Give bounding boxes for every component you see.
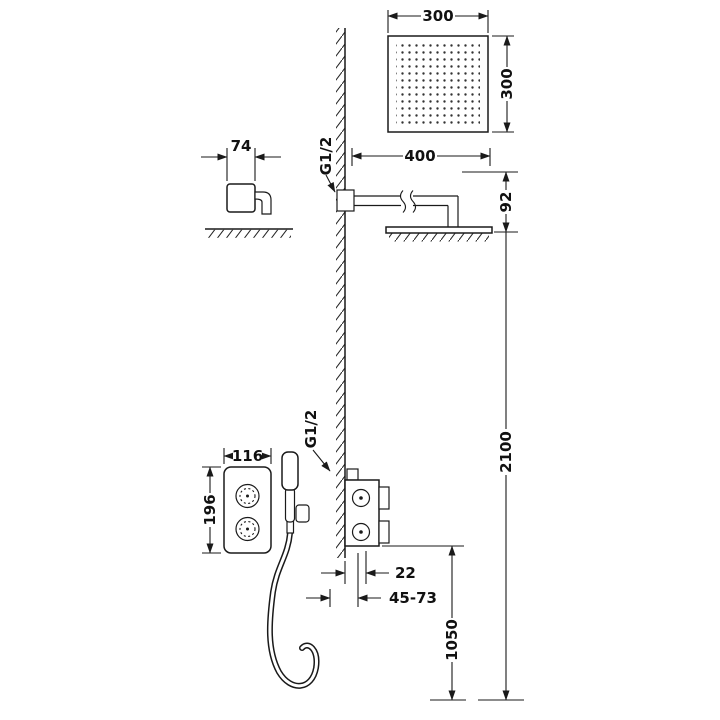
dim-wall-offset: 22 [321, 551, 416, 584]
dim-head-height: 300 [492, 35, 516, 133]
dim-arm-drop: 92 [462, 171, 518, 233]
dim-head-width: 300 [387, 7, 489, 33]
hose-nut [286, 520, 295, 534]
dim-label-total-height: 2100 [497, 431, 515, 473]
thread-bottom-arrow [312, 449, 331, 472]
hand-shower-handle [284, 487, 296, 523]
thread-bottom-label: G1/2 [302, 410, 320, 449]
trim-plate [223, 466, 272, 554]
pipe-break-mark [409, 190, 417, 213]
spout-escutcheon [226, 183, 256, 213]
spout-elbow [254, 191, 272, 215]
dim-rough-in-depth: 45-73 [306, 553, 437, 607]
wall-hatching [336, 28, 345, 558]
dim-label-valve-height: 1050 [443, 619, 461, 661]
shower-arm [336, 189, 459, 227]
hand-shower-head [281, 451, 299, 491]
shower-nozzle-grid [396, 44, 480, 124]
dim-label-plate-width: 116 [232, 447, 263, 465]
dim-label-spout-projection: 74 [231, 137, 252, 155]
dim-valve-height: 1050 [382, 545, 466, 701]
head-face-hatch [389, 233, 489, 242]
thread-bottom: G1/2 [302, 410, 331, 472]
dim-arm-length: 400 [351, 147, 491, 166]
thread-top: G1/2 [317, 137, 336, 193]
shower-hose [266, 530, 320, 689]
pipe-break-mark [399, 190, 407, 213]
dim-label-wall-offset: 22 [395, 564, 416, 582]
thread-top-arrow [325, 174, 336, 193]
valve-top-stub [346, 468, 359, 481]
arm-wall-fitting [336, 189, 355, 212]
dim-total-height: 2100 [478, 232, 524, 701]
dim-spout-projection: 74 [201, 137, 281, 181]
dim-label-arm-drop: 92 [497, 192, 515, 213]
dim-label-plate-height: 196 [201, 494, 219, 525]
wall-outlet-spout [205, 183, 293, 238]
dim-label-arm-length: 400 [404, 147, 435, 165]
thread-top-label: G1/2 [317, 137, 335, 176]
dim-label-rough-in-depth: 45-73 [389, 589, 437, 607]
hand-shower [266, 451, 320, 689]
dim-plate-width: 116 [223, 447, 272, 465]
dim-plate-height: 196 [201, 466, 221, 554]
hand-shower-holder [295, 504, 310, 523]
shower-head-side-view [385, 226, 493, 242]
valve-cartridge-top [378, 486, 390, 510]
head-profile [385, 226, 493, 234]
mount-face-left-hatch [207, 229, 291, 238]
dim-label-head-height: 300 [498, 68, 516, 99]
wall-section [336, 28, 346, 558]
shower-head-plan [387, 35, 489, 133]
dim-label-head-width: 300 [422, 7, 453, 25]
valve-cartridge-bottom [378, 520, 390, 544]
mixer-valve [344, 468, 390, 547]
